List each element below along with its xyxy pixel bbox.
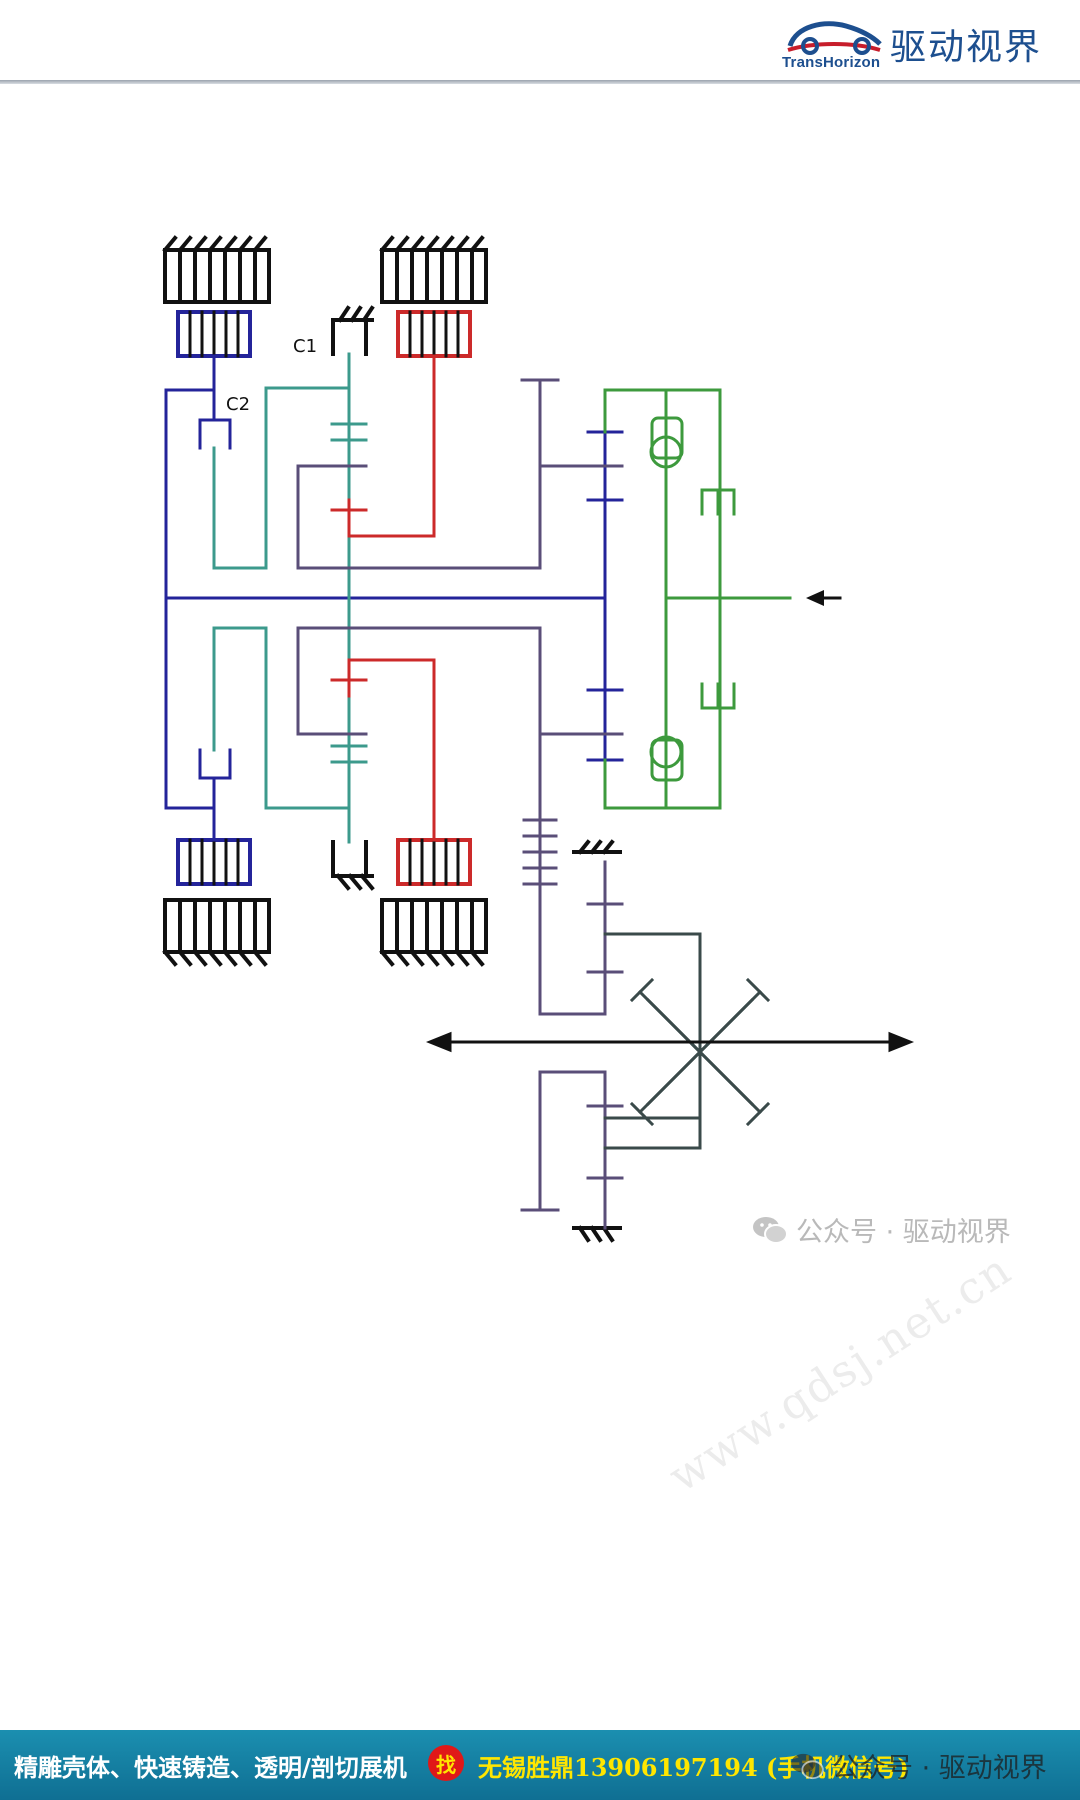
watermark-text: 公众号 · 驱动视界	[796, 1217, 1011, 1248]
logo-chinese-text: 驱动视界	[890, 27, 1043, 68]
ad-badge: 找	[428, 1745, 464, 1781]
footer-ad-banner[interactable]: 精雕壳体、快速铸造、透明/剖切展机 找 无锡胜鼎13906197194 (手机微…	[0, 1730, 1080, 1800]
housing-block-bottom-middle	[380, 898, 488, 954]
shaft-purple	[296, 378, 624, 1230]
input-shaft-blue	[164, 354, 624, 842]
housing-hatches	[162, 235, 622, 1243]
clutch-pack-blue	[176, 310, 252, 886]
header: TransHorizon 驱动视界	[0, 0, 1080, 82]
differential	[603, 932, 771, 1150]
header-divider	[0, 80, 1080, 84]
housing-block-top-middle	[380, 248, 488, 304]
wechat-watermark: 公众号 · 驱动视界	[752, 1210, 1011, 1249]
ad-service-text: 精雕壳体、快速铸造、透明/剖切展机	[14, 1753, 407, 1782]
wechat-icon	[791, 1753, 824, 1779]
wechat-icon	[753, 1216, 788, 1244]
ad-contact-text: 无锡胜鼎13906197194 (手机微信号)	[478, 1753, 909, 1782]
brand-logo[interactable]: TransHorizon 驱动视界	[782, 14, 1052, 76]
clutch-label-c1: C1	[293, 336, 317, 357]
shaft-red	[330, 354, 436, 842]
footer-watermark-text: 公众号 · 驱动视界	[832, 1753, 1047, 1784]
clutch-pack-red	[396, 310, 472, 886]
car-logo-icon	[787, 21, 882, 55]
housing-block-bottom-left	[163, 898, 271, 954]
footer-watermark: 公众号 · 驱动视界	[790, 1746, 1047, 1785]
clutch-label-c2: C2	[226, 394, 250, 415]
logo-english-text: TransHorizon	[782, 54, 881, 71]
output-axle	[425, 1031, 915, 1053]
input-arrow	[806, 590, 842, 606]
planet-carrier-green	[603, 388, 792, 810]
housing-block-top-left	[163, 248, 271, 304]
shaft-teal	[212, 352, 368, 844]
